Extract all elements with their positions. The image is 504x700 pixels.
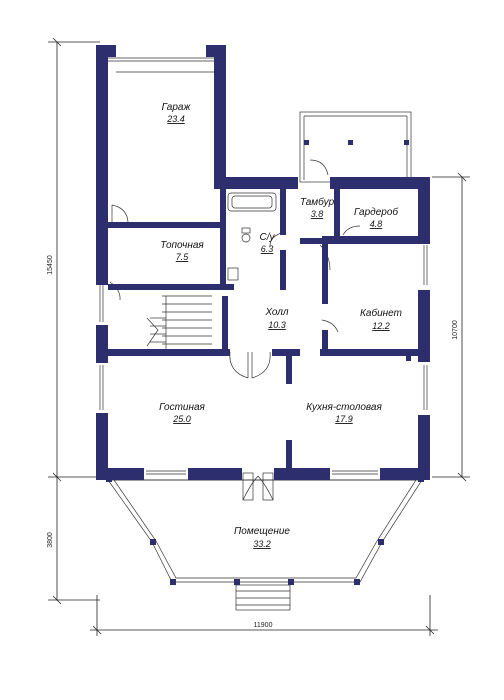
wall [300, 238, 340, 244]
wall [220, 185, 226, 285]
post [354, 579, 360, 585]
post [378, 539, 384, 545]
walls [96, 45, 430, 480]
room-area-hall: 10.3 [268, 320, 286, 330]
veranda-posts [106, 140, 424, 585]
wall [214, 45, 226, 185]
room-area-vestibule: 3.8 [311, 209, 324, 219]
room-name-bathroom: С/у [260, 232, 276, 243]
dimension-right-main: 10700 [452, 320, 459, 340]
room-area-kitchen: 17.9 [335, 414, 353, 424]
wall [334, 185, 340, 241]
room-area-bathroom: 6.3 [261, 244, 274, 254]
post [304, 140, 309, 145]
wall [274, 468, 330, 480]
wall [418, 290, 430, 362]
room-name-kitchen: Кухня-столовая [306, 402, 382, 413]
post [234, 579, 240, 585]
room-name-garage: Гараж [162, 102, 192, 113]
wall [214, 177, 298, 189]
dimension-lines [48, 37, 470, 636]
room-name-boiler: Топочная [160, 240, 204, 251]
dimension-bottom-width: 11900 [254, 622, 273, 629]
room-area-boiler: 7.5 [176, 252, 190, 262]
wall [108, 222, 226, 228]
wall [322, 330, 328, 354]
wall [280, 185, 286, 235]
post [348, 140, 353, 145]
wall [286, 440, 292, 470]
room-area-wardrobe: 4.8 [370, 219, 383, 229]
wall [96, 45, 116, 57]
wall [96, 413, 108, 480]
post [406, 356, 411, 361]
post [418, 476, 424, 482]
room-name-living: Гостиная [159, 402, 205, 413]
wall [418, 415, 430, 480]
wall [188, 468, 242, 480]
post [106, 476, 112, 482]
wall [320, 349, 430, 356]
room-area-garage: 23.4 [166, 114, 185, 124]
wall [222, 296, 228, 354]
dimension-left-total: 15450 [47, 255, 54, 275]
wall [322, 236, 430, 244]
room-name-wardrobe: Гардероб [354, 206, 398, 218]
room-name-study: Кабинет [360, 307, 402, 319]
post [150, 539, 156, 545]
room-area-premises: 33.2 [253, 539, 271, 549]
post [170, 579, 176, 585]
wall [96, 349, 230, 356]
wall [330, 177, 430, 189]
wall [96, 45, 108, 285]
room-name-vestibule: Тамбур [300, 196, 335, 208]
post [288, 579, 294, 585]
wall [96, 325, 108, 363]
wall [418, 177, 430, 237]
wall [96, 468, 144, 480]
dimension-left-lower: 3800 [47, 532, 54, 548]
room-name-hall: Холл [264, 307, 288, 318]
post [404, 140, 409, 145]
room-area-living: 25.0 [172, 414, 191, 424]
wall [380, 468, 430, 480]
wall [108, 284, 234, 290]
wall [322, 244, 328, 304]
room-name-premises: Помещение [234, 526, 290, 537]
wall [286, 352, 292, 384]
room-area-study: 12.2 [372, 321, 390, 331]
wall [280, 250, 286, 290]
